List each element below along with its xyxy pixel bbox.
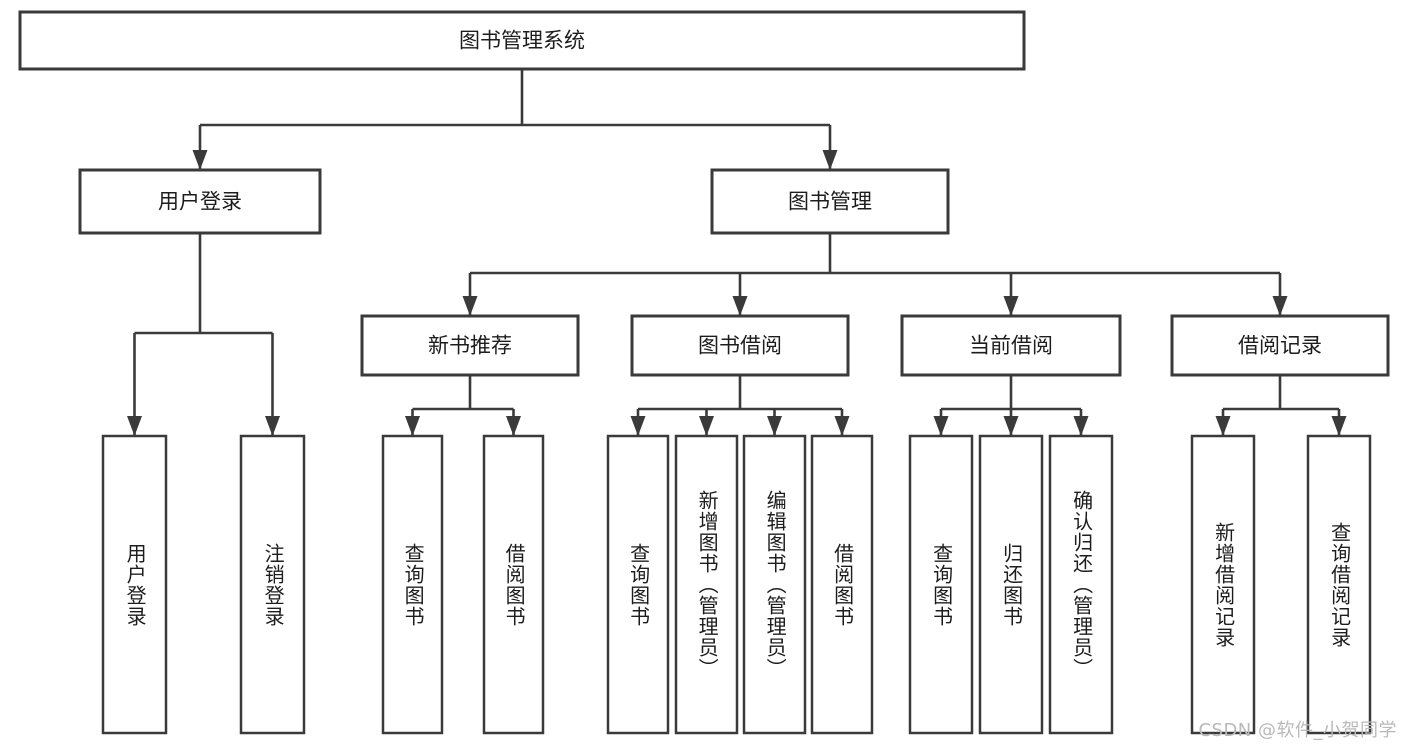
- leaf-node-查询图书-2[interactable]: [381, 434, 444, 735]
- node-label-图书借阅: 图书借阅: [698, 334, 782, 358]
- leaf-label-新增借阅记录-11: 新增借阅记录: [1211, 521, 1236, 648]
- leaf-label-cell-注销登录-1: 注销登录: [241, 436, 304, 733]
- leaf-node-查询图书-8[interactable]: [908, 434, 974, 735]
- leaf-label-查询借阅记录-12: 查询借阅记录: [1327, 521, 1352, 648]
- node-图书管理[interactable]: [710, 168, 950, 235]
- leaf-label-cell-新增图书-管理员-5: 新增图书（管理员）: [676, 436, 737, 733]
- arrow-head-icon: [933, 416, 949, 436]
- leaf-label-查询图书-4: 查询图书: [626, 542, 651, 627]
- leaf-label-新增图书-管理员-5: 新增图书（管理员）: [695, 490, 720, 679]
- arrow-head-icon: [822, 150, 838, 170]
- leaf-node-确认归还-管理员-10[interactable]: [1048, 434, 1114, 735]
- arrow-head-icon: [834, 416, 850, 436]
- arrow-head-icon: [127, 416, 142, 436]
- leaf-label-归还图书-9: 归还图书: [999, 542, 1024, 627]
- leaf-label-cell-借阅图书-3: 借阅图书: [484, 436, 543, 733]
- leaf-label-cell-查询图书-4: 查询图书: [608, 436, 668, 733]
- leaf-node-查询借阅记录-12[interactable]: [1306, 434, 1372, 735]
- leaf-label-查询图书-8: 查询图书: [929, 542, 954, 627]
- arrow-head-icon: [405, 416, 420, 436]
- leaf-label-编辑图书-管理员-6: 编辑图书（管理员）: [763, 490, 788, 679]
- node-label-用户登录: 用户登录: [158, 190, 242, 214]
- node-label-借阅记录: 借阅记录: [1238, 334, 1322, 358]
- arrow-head-icon: [1215, 416, 1231, 436]
- arrow-head-icon: [1272, 296, 1288, 316]
- leaf-label-cell-查询图书-2: 查询图书: [383, 436, 442, 733]
- arrow-head-icon: [1331, 416, 1347, 436]
- leaf-node-归还图书-9[interactable]: [978, 434, 1044, 735]
- node-label-图书管理: 图书管理: [788, 190, 872, 214]
- arrow-head-icon: [699, 416, 714, 436]
- arrow-head-icon: [192, 150, 208, 170]
- node-label-新书推荐: 新书推荐: [428, 334, 512, 358]
- arrow-head-icon: [265, 416, 280, 436]
- leaf-node-编辑图书-管理员-6[interactable]: [742, 434, 807, 735]
- arrow-head-icon: [732, 296, 748, 316]
- arrow-head-icon: [1073, 416, 1089, 436]
- leaf-label-查询图书-2: 查询图书: [401, 542, 426, 627]
- arrow-head-icon: [462, 296, 478, 316]
- leaf-label-cell-查询借阅记录-12: 查询借阅记录: [1308, 436, 1370, 733]
- watermark-text: CSDN @软件_小贺同学: [1198, 720, 1397, 741]
- leaf-label-cell-用户登录-0: 用户登录: [103, 436, 166, 733]
- node-图书管理系统-root[interactable]: [18, 10, 1026, 71]
- leaf-node-注销登录-1[interactable]: [239, 434, 306, 735]
- arrow-head-icon: [767, 416, 782, 436]
- leaf-label-注销登录-1: 注销登录: [261, 542, 286, 627]
- arrow-head-icon: [506, 416, 521, 436]
- node-借阅记录[interactable]: [1170, 314, 1390, 377]
- leaf-label-用户登录-0: 用户登录: [123, 542, 148, 627]
- leaf-node-用户登录-0[interactable]: [101, 434, 168, 735]
- node-label-root: 图书管理系统: [459, 29, 585, 53]
- leaf-node-借阅图书-7[interactable]: [810, 434, 874, 735]
- leaf-label-cell-归还图书-9: 归还图书: [980, 436, 1042, 733]
- arrow-head-icon: [1003, 296, 1019, 316]
- leaf-label-确认归还-管理员-10: 确认归还（管理员）: [1069, 490, 1094, 679]
- leaf-label-cell-确认归还-管理员-10: 确认归还（管理员）: [1050, 436, 1112, 733]
- leaf-label-cell-借阅图书-7: 借阅图书: [812, 436, 872, 733]
- leaf-label-cell-查询图书-8: 查询图书: [910, 436, 972, 733]
- leaf-label-借阅图书-7: 借阅图书: [830, 542, 855, 627]
- arrow-head-icon: [1003, 416, 1019, 436]
- leaf-label-cell-新增借阅记录-11: 新增借阅记录: [1192, 436, 1254, 733]
- leaf-label-借阅图书-3: 借阅图书: [502, 542, 527, 627]
- node-label-当前借阅: 当前借阅: [969, 334, 1053, 358]
- arrow-head-icon: [630, 416, 646, 436]
- leaf-label-cell-编辑图书-管理员-6: 编辑图书（管理员）: [744, 436, 805, 733]
